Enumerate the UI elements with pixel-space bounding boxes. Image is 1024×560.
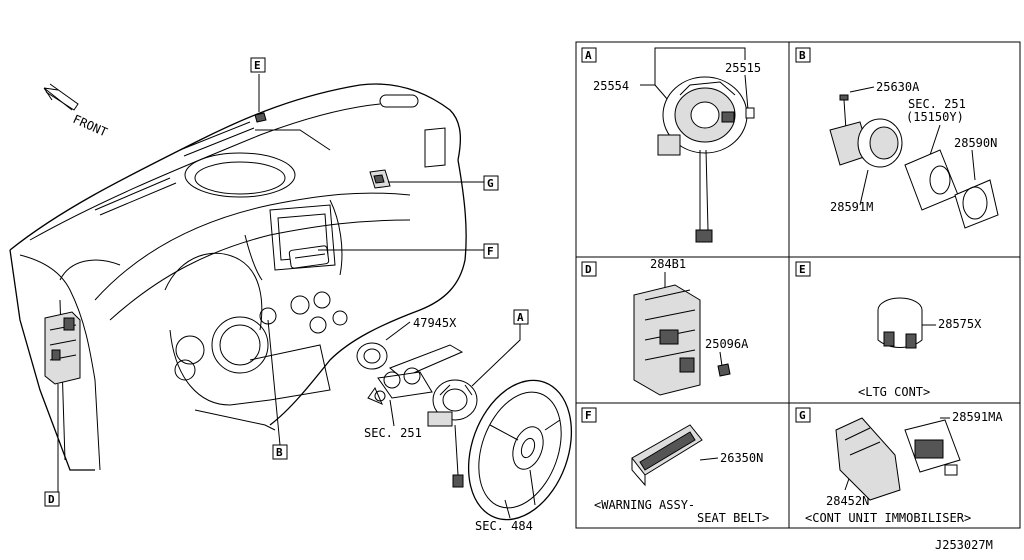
part-28590n: 28590N (954, 136, 997, 150)
sec251-ref: SEC. 251 (908, 97, 966, 111)
label-47945x: 47945X (413, 316, 457, 330)
svg-text:A: A (585, 49, 592, 62)
callout-d: D (44, 491, 60, 507)
panel-a: A 25554 25515 (581, 47, 761, 243)
svg-text:E: E (254, 59, 261, 72)
ignition-switch-assy (829, 94, 999, 229)
panel-b: B 25630A SEC. 251 (15150Y) 28590N 28591M (795, 47, 999, 229)
label-sec484: SEC. 484 (475, 519, 533, 533)
svg-text:F: F (487, 245, 494, 258)
caption-warning-assy: <WARNING ASSY- (594, 498, 695, 512)
panel-f: F 26350N <WARNING ASSY- SEAT BELT> (581, 407, 769, 525)
part-26350n: 26350N (720, 451, 763, 465)
svg-text:B: B (799, 49, 806, 62)
dash-top-outline (9, 83, 462, 251)
steering-wheel (467, 379, 573, 521)
spiral-cable-main (427, 379, 478, 488)
svg-text:B: B (276, 446, 283, 459)
part-28452n: 28452N (826, 494, 869, 508)
front-arrow-icon (43, 83, 79, 111)
label-sec251-main: SEC. 251 (364, 426, 422, 440)
callout-b: B (272, 444, 288, 460)
part-28591m: 28591M (830, 200, 873, 214)
callout-g: G (483, 175, 499, 191)
ltg-cont-unit (877, 297, 923, 349)
caption-ltg-cont: <LTG CONT> (858, 385, 930, 399)
combination-switch (356, 342, 464, 405)
svg-text:G: G (799, 409, 806, 422)
e-clip (254, 112, 267, 123)
callout-a: A (513, 309, 529, 325)
part-25515: 25515 (725, 61, 761, 75)
caption-cont-unit-immobiliser: <CONT UNIT IMMOBILISER> (805, 511, 971, 525)
part-28575x: 28575X (938, 317, 982, 331)
bcm-unit (633, 284, 731, 396)
immobiliser-unit (835, 417, 961, 501)
diagram-code: J253027M (935, 538, 993, 552)
sec251-code: (15150Y) (906, 110, 964, 124)
callout-f: F (483, 243, 499, 259)
svg-text:E: E (799, 263, 806, 276)
svg-text:G: G (487, 177, 494, 190)
panel-d: D 284B1 25096A (581, 257, 749, 396)
front-label: FRONT (71, 112, 110, 139)
part-25096a: 25096A (705, 337, 749, 351)
dashboard-illustration: FRONT (9, 74, 573, 521)
panel-grid (575, 41, 1021, 529)
part-284b1: 284B1 (650, 257, 686, 271)
svg-text:A: A (517, 311, 524, 324)
spiral-cable-assy (657, 76, 755, 243)
part-25554: 25554 (593, 79, 629, 93)
panel-e: E 28575X <LTG CONT> (795, 261, 982, 399)
left-side-module (44, 311, 81, 385)
g-module (369, 169, 391, 189)
part-25630a: 25630A (876, 80, 920, 94)
svg-text:D: D (48, 493, 55, 506)
part-28591ma: 28591MA (952, 410, 1003, 424)
svg-text:D: D (585, 263, 592, 276)
svg-text:F: F (585, 409, 592, 422)
caption-seat-belt: SEAT BELT> (697, 511, 769, 525)
callout-e: E (250, 57, 266, 73)
panel-g: G 28591MA 28452N <CONT UNIT IMMOBILISER> (795, 407, 1003, 525)
seat-belt-warning-lamp (631, 424, 703, 487)
